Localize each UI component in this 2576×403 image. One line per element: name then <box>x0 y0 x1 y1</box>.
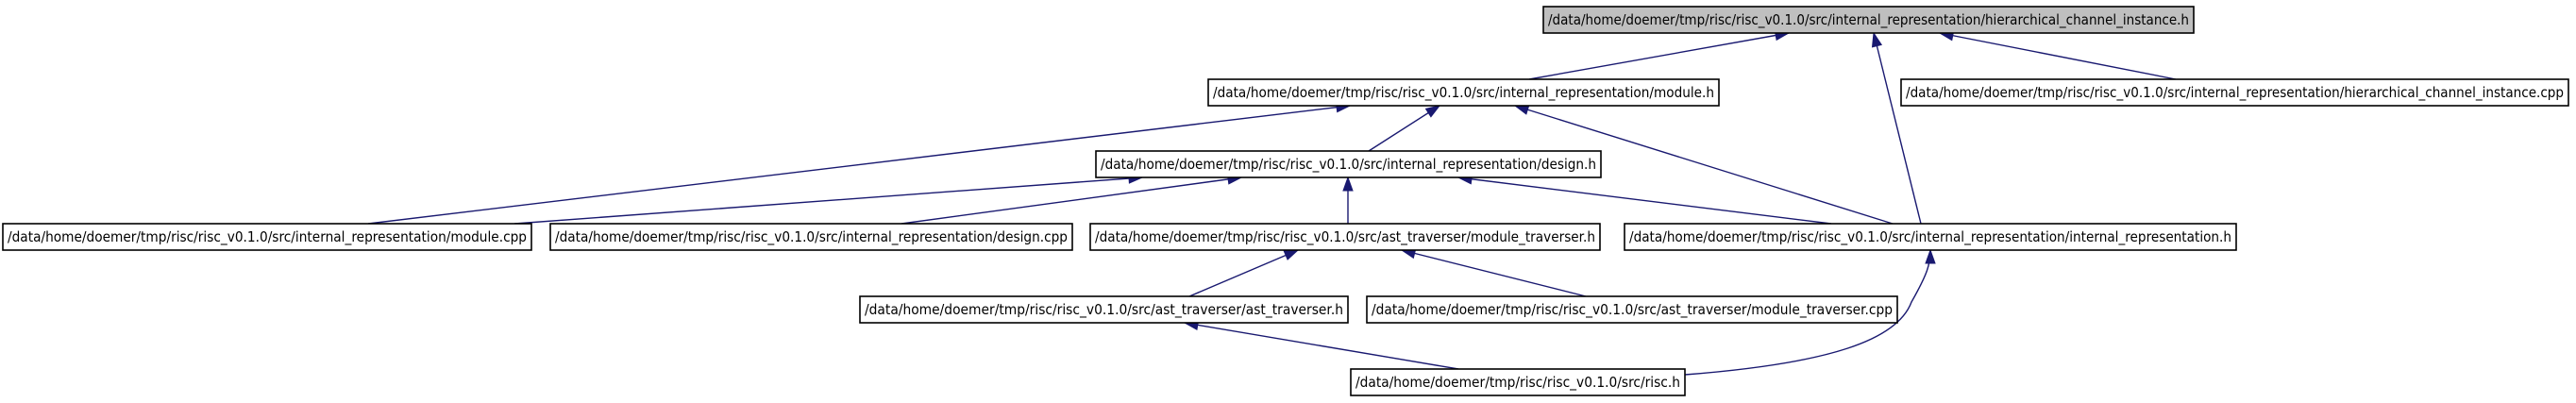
edge-arrowhead <box>1342 176 1354 192</box>
node-box <box>1350 368 1686 396</box>
node-label: /data/home/doemer/tmp/risc/risc_v0.1.0/s… <box>865 301 1343 319</box>
edge-ir_h-to-hci_h <box>1873 32 1922 225</box>
node-design-h[interactable]: /data/home/doemer/tmp/risc/risc_v0.1.0/s… <box>1095 150 1602 178</box>
node-label: /data/home/doemer/tmp/risc/risc_v0.1.0/s… <box>1355 374 1680 392</box>
edge-arrowhead <box>1871 31 1883 48</box>
edge-risc_h-to-at_h <box>1184 322 1459 370</box>
node-label: /data/home/doemer/tmp/risc/risc_v0.1.0/s… <box>8 228 527 246</box>
node-risc-h[interactable]: /data/home/doemer/tmp/risc/risc_v0.1.0/s… <box>1350 368 1686 396</box>
edge-mt_cpp-to-mt_h <box>1401 249 1587 297</box>
node-box <box>549 223 1073 251</box>
node-box <box>1542 6 2195 34</box>
node-at-h[interactable]: /data/home/doemer/tmp/risc/risc_v0.1.0/s… <box>859 295 1349 324</box>
edge-arrowhead <box>1424 105 1441 118</box>
node-box <box>2 223 532 251</box>
node-label: /data/home/doemer/tmp/risc/risc_v0.1.0/s… <box>555 228 1068 246</box>
node-box <box>1366 295 1898 324</box>
node-hci-h: /data/home/doemer/tmp/risc/risc_v0.1.0/s… <box>1542 6 2195 34</box>
node-box <box>1900 78 2569 107</box>
node-label: /data/home/doemer/tmp/risc/risc_v0.1.0/s… <box>1095 228 1595 246</box>
node-label: /data/home/doemer/tmp/risc/risc_v0.1.0/s… <box>1213 84 1714 102</box>
edge-arrowhead <box>1513 104 1530 115</box>
edge-module_cpp-to-design_h <box>514 176 1143 225</box>
node-label: /data/home/doemer/tmp/risc/risc_v0.1.0/s… <box>1372 301 1893 319</box>
edge-arrowhead <box>1283 249 1300 260</box>
node-module-h[interactable]: /data/home/doemer/tmp/risc/risc_v0.1.0/s… <box>1207 78 1720 107</box>
node-hci-cpp[interactable]: /data/home/doemer/tmp/risc/risc_v0.1.0/s… <box>1900 78 2569 107</box>
node-mt-h[interactable]: /data/home/doemer/tmp/risc/risc_v0.1.0/s… <box>1089 223 1601 251</box>
node-ir-h[interactable]: /data/home/doemer/tmp/risc/risc_v0.1.0/s… <box>1624 223 2237 251</box>
node-box <box>1095 150 1602 178</box>
edge-arrowhead <box>1925 248 1936 264</box>
edge-ir_h-to-module_h <box>1514 105 1894 225</box>
node-box <box>1207 78 1720 107</box>
node-label: /data/home/doemer/tmp/risc/risc_v0.1.0/s… <box>1629 228 2231 246</box>
node-module-cpp[interactable]: /data/home/doemer/tmp/risc/risc_v0.1.0/s… <box>2 223 532 251</box>
edge-ir_h-to-design_h <box>1457 176 1832 225</box>
node-box <box>859 295 1349 324</box>
node-label: /data/home/doemer/tmp/risc/risc_v0.1.0/s… <box>1101 156 1596 174</box>
edge-design_h-to-module_h <box>1368 105 1440 152</box>
edge-at_h-to-mt_h <box>1188 249 1299 297</box>
nodes-layer: /data/home/doemer/tmp/risc/risc_v0.1.0/s… <box>2 6 2569 396</box>
node-design-cpp[interactable]: /data/home/doemer/tmp/risc/risc_v0.1.0/s… <box>549 223 1073 251</box>
edge-design_cpp-to-design_h <box>901 176 1242 225</box>
node-box <box>1624 223 2237 251</box>
node-label: /data/home/doemer/tmp/risc/risc_v0.1.0/s… <box>1906 84 2564 102</box>
edge-module_cpp-to-module_h <box>367 105 1351 225</box>
node-box <box>1089 223 1601 251</box>
node-label: /data/home/doemer/tmp/risc/risc_v0.1.0/s… <box>1548 11 2189 29</box>
node-mt-cpp[interactable]: /data/home/doemer/tmp/risc/risc_v0.1.0/s… <box>1366 295 1898 324</box>
edge-module_h-to-hci_h <box>1528 32 1790 80</box>
edge-hci_cpp-to-hci_h <box>1939 32 2177 80</box>
